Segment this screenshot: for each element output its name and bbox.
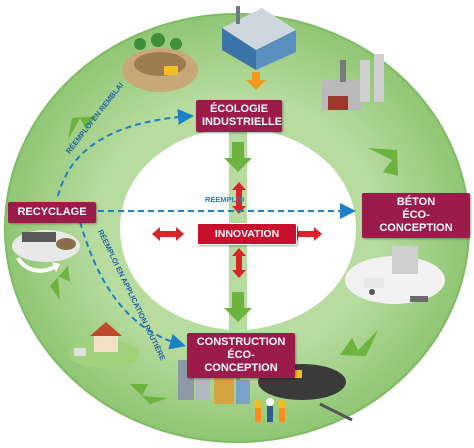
reuse-flows — [57, 108, 356, 350]
arrow-innovation-down — [224, 292, 252, 322]
arrow-right-bottom — [340, 330, 378, 356]
house-icon — [68, 322, 140, 368]
recycling-plant-icon — [12, 230, 80, 273]
cycle-arrows — [50, 116, 398, 404]
node-beton-eco-conception: BÉTON ÉCO-CONCEPTION — [362, 193, 470, 238]
node-construction-eco-conception: CONSTRUCTION ÉCO-CONCEPTION — [187, 333, 295, 378]
node-innovation: INNOVATION — [197, 223, 297, 245]
workers-icon — [254, 398, 286, 422]
node-construction-line1: CONSTRUCTION — [196, 336, 286, 348]
arrow-top-left — [68, 116, 96, 140]
node-recyclage: RECYCLAGE — [8, 202, 96, 223]
factory-icon — [222, 6, 296, 90]
flow-routiere — [79, 221, 186, 350]
node-construction-line2: ÉCO-CONCEPTION — [204, 349, 278, 374]
arrow-ecologie-down — [224, 142, 252, 172]
red-arrow-up — [232, 182, 246, 214]
concrete-plant-icon — [322, 54, 384, 110]
node-ecologie-line2: INDUSTRIELLE — [202, 116, 283, 128]
arrow-bottom-left — [130, 384, 168, 404]
flow-label-reemploi: RÉEMPLOI — [205, 195, 245, 204]
node-ecologie-industrielle: ÉCOLOGIE INDUSTRIELLE — [196, 100, 282, 132]
arrow-left-up — [50, 266, 70, 300]
node-innovation-label: INNOVATION — [214, 228, 280, 240]
node-ecologie-line1: ÉCOLOGIE — [209, 103, 269, 115]
concrete-mixer-icon — [345, 246, 445, 304]
innovation-arrows — [152, 182, 322, 278]
quarry-excavator-icon — [122, 33, 198, 92]
red-arrow-right — [290, 227, 322, 241]
arrow-top-right — [368, 148, 398, 176]
red-arrow-down — [232, 248, 246, 278]
red-arrow-left — [152, 227, 184, 241]
node-beton-line1: BÉTON — [396, 196, 436, 208]
node-beton-line2: ÉCO-CONCEPTION — [379, 209, 453, 234]
node-recyclage-label: RECYCLAGE — [17, 206, 87, 218]
